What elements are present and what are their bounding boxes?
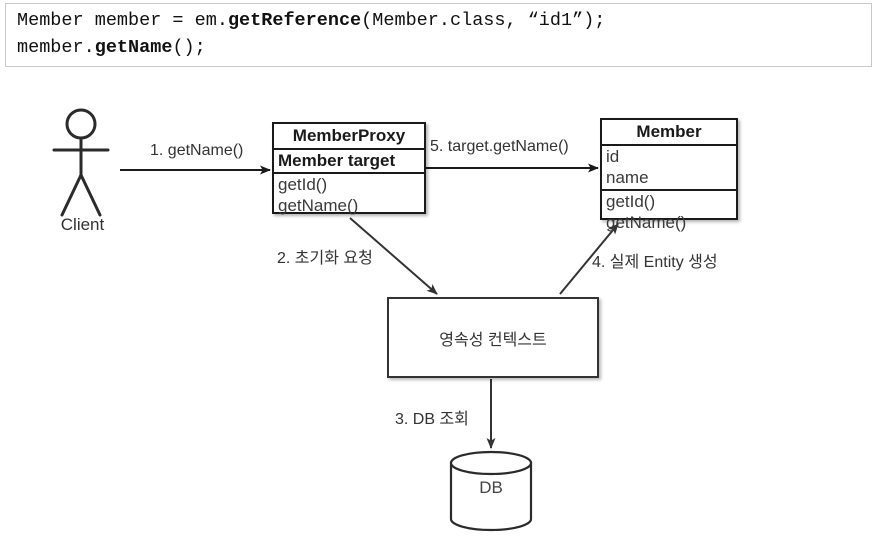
code-snippet-block: Member member = em.getReference(Member.c… [5,3,872,67]
class-attribute-row: Member target [278,151,396,170]
class-attributes-member: id name [602,146,736,191]
uml-diagram: Client MemberProxy Member target getId()… [0,80,884,541]
connector-2-proxy-to-context [349,217,438,295]
class-operation-row: getName() [278,196,359,215]
code-line-1-pre: Member member = em. [17,10,228,31]
class-title-member-proxy: MemberProxy [274,124,424,150]
actor-left-leg-line [60,173,83,217]
persistence-context-box[interactable]: 영속성 컨텍스트 [387,297,599,378]
code-line-2-post: (); [172,37,206,58]
code-line-1: Member member = em.getReference(Member.c… [17,8,605,34]
class-operation-row: getName() [606,213,687,232]
class-attribute-row: name [606,168,649,187]
diagram-connectors-svg [120,163,619,449]
actor-right-leg-line [79,173,102,217]
class-attributes-member-proxy: Member target [274,150,424,174]
class-operations-member-proxy: getId() getName() [274,174,424,218]
class-operations-member: getId() getName() [602,191,736,235]
actor-label: Client [60,215,105,234]
actor-head-icon [65,108,97,140]
db-top-ellipse [449,450,533,476]
code-line-1-bold: getReference [227,10,362,31]
code-line-1-post: (Member.class, “id1”); [361,10,606,31]
code-line-2-bold: getName [94,37,173,58]
database-cylinder-icon [449,450,533,532]
class-title-member: Member [602,120,736,146]
class-attribute-row: id [606,147,620,166]
code-line-2-pre: member. [17,37,95,58]
connector-4-context-to-member [559,223,619,295]
message-label-2: 2. 초기화 요청 [277,250,373,267]
persistence-context-label: 영속성 컨텍스트 [439,331,547,349]
class-box-member[interactable]: Member id name getId() getName() [600,118,738,232]
class-box-member-proxy[interactable]: MemberProxy Member target getId() getNam… [272,122,426,215]
actor-client-figure [52,108,110,217]
message-label-3: 3. DB 조회 [395,411,469,428]
database-label: DB [479,478,503,497]
class-operation-row: getId() [606,192,656,211]
code-line-2: member.getName(); [17,35,206,61]
message-label-4: 4. 실제 Entity 생성 [592,254,718,271]
db-body-path [449,461,533,532]
message-label-5: 5. target.getName() [430,138,569,155]
class-operation-row: getId() [278,175,328,194]
message-label-1: 1. getName() [150,142,244,159]
